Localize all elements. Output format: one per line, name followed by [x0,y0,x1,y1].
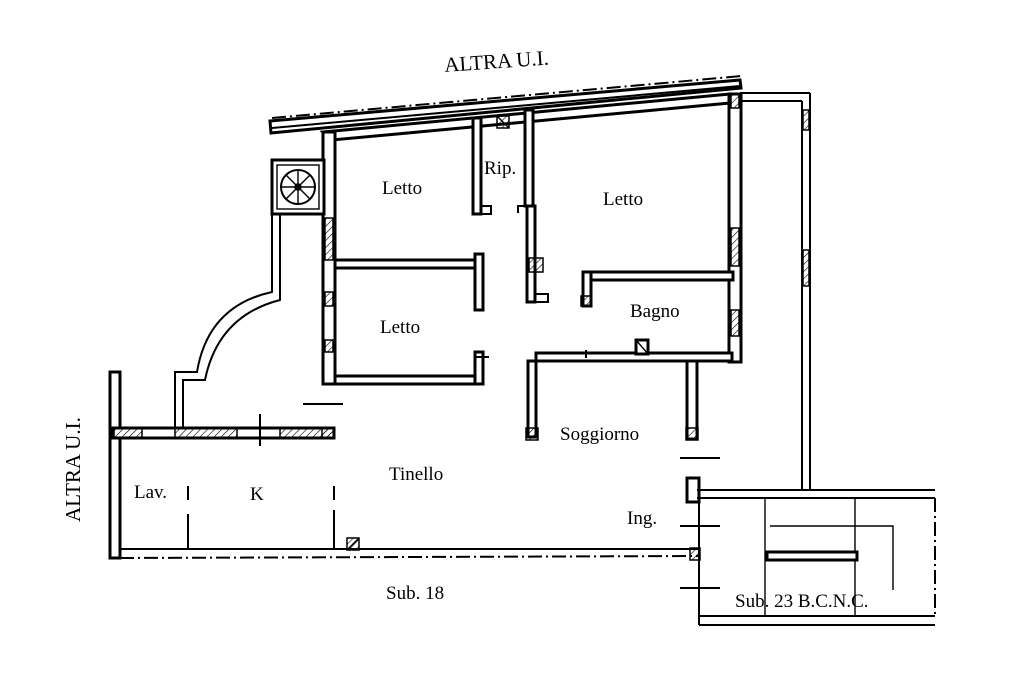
room-letto-lower: Letto [380,317,420,338]
kitchen-wall [110,403,360,551]
room-soggiorno: Soggiorno [560,424,639,445]
top-neighbour-label: ALTRA U.I. [443,46,549,77]
common-area [680,457,936,626]
ventilation-fan-icon [280,169,316,205]
left-boundary [108,370,701,560]
subaltern-common-label: Sub. 23 B.C.N.C. [735,591,869,612]
room-ripostiglio: Rip. [484,158,516,179]
room-tinello: Tinello [389,464,443,485]
room-bagno: Bagno [630,301,680,322]
left-neighbour-label: ALTRA U.I. [61,417,85,522]
room-lavanderia: Lav. [134,482,167,503]
curved-terrace [174,214,281,428]
interior-walls [333,108,735,504]
ventilation-shaft [270,158,326,216]
room-letto-upper-left: Letto [382,178,422,199]
room-cucina: K [250,484,264,505]
room-ingresso: Ing. [627,508,657,529]
subaltern-main-label: Sub. 18 [386,583,444,604]
room-letto-right: Letto [603,189,643,210]
top-boundary [268,75,743,135]
